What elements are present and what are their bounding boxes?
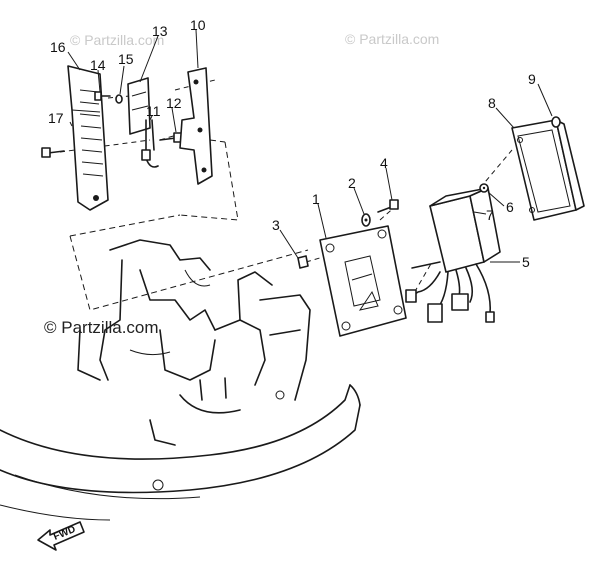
watermark-top-left: © Partzilla.com [70, 32, 164, 48]
callout-13: 13 [152, 23, 168, 39]
bracket-part-13 [127, 77, 151, 135]
callout-7: 7 [486, 207, 494, 223]
fwd-arrow-icon: FWD [37, 521, 85, 551]
callout-12: 12 [166, 95, 182, 111]
callout-9: 9 [528, 71, 536, 87]
connector-part-12 [159, 132, 183, 143]
watermark-top-right: © Partzilla.com [345, 31, 439, 47]
screw-part-6 [479, 183, 489, 193]
callout-17: 17 [48, 110, 64, 126]
nut-part-3 [297, 255, 309, 269]
callout-2: 2 [348, 175, 356, 191]
callout-3: 3 [272, 217, 280, 233]
screw-part-14 [94, 91, 111, 101]
callout-15: 15 [118, 51, 134, 67]
module-part-5 [405, 187, 501, 323]
callout-8: 8 [488, 95, 496, 111]
callout-10: 10 [190, 17, 206, 33]
callout-14: 14 [90, 57, 106, 73]
engine-block-outline [0, 239, 361, 521]
plate-part-1 [319, 225, 407, 337]
wire-part-11 [141, 119, 159, 168]
callout-1: 1 [312, 191, 320, 207]
watermark-center: © Partzilla.com [44, 318, 159, 337]
callout-4: 4 [380, 155, 388, 171]
callout-6: 6 [506, 199, 514, 215]
washer-part-2 [361, 213, 371, 227]
callout-5: 5 [522, 254, 530, 270]
cover-part-8 [511, 119, 585, 221]
callout-16: 16 [50, 39, 66, 55]
bolt-part-4 [377, 199, 399, 213]
callout-11: 11 [146, 103, 161, 119]
mount-part-10 [179, 67, 213, 185]
callout-leaders [67, 29, 553, 263]
screw-part-9 [551, 116, 561, 128]
washer-part-15 [115, 94, 123, 104]
cover-part-16 [67, 65, 109, 211]
bolt-part-17 [41, 147, 65, 158]
